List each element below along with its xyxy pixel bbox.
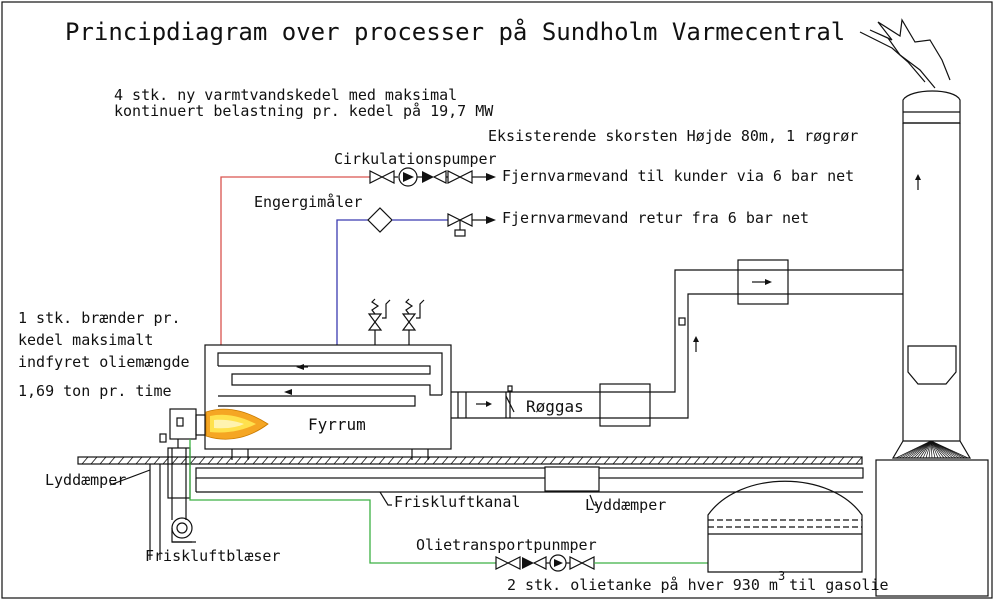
- lyddaemper-left-leader: [109, 469, 151, 486]
- oil-tanks-label: 2 stk. olietanke på hver 930 m3 til gasol…: [507, 569, 889, 594]
- circulation-pump-icon: [398, 167, 418, 187]
- burner-note-line1: 1 stk. brænder pr.: [18, 309, 181, 327]
- boiler-shell: [204, 344, 452, 450]
- friskluftkanal-leader: [379, 491, 392, 506]
- oil-valve-1: [495, 556, 521, 570]
- flue-gas-duct: [451, 385, 600, 419]
- oil-tanks-text: 2 stk. olietanke på hver 930 m: [507, 576, 778, 594]
- supply-valve-2: [447, 170, 473, 184]
- economizer-box: [599, 383, 651, 427]
- fyrrum-label: Fyrrum: [308, 415, 366, 434]
- oil-pumps-label: Olietransportpunmper: [416, 536, 597, 554]
- friskluftblaeser-label: Friskluftblæser: [145, 547, 280, 565]
- lyddaemper-right-label: Lyddæmper: [585, 496, 666, 514]
- chimney-foundation: [875, 459, 989, 597]
- safety-valve-icon: [367, 298, 391, 345]
- economizer-lines: [600, 391, 650, 419]
- burner-note-line4: 1,69 ton pr. time: [18, 382, 172, 400]
- chimney: [891, 90, 972, 459]
- supply-arrow-icon: [486, 173, 496, 181]
- damper-lines: [738, 269, 788, 295]
- energy-meter-icon: [367, 207, 393, 233]
- supply-pipe: [220, 176, 370, 345]
- flue-up-arrow-icon: [693, 336, 699, 352]
- flue-sensor: [678, 317, 686, 326]
- circulation-pumps-label: Cirkulationspumper: [334, 150, 497, 168]
- silencer-right: [544, 466, 600, 492]
- oil-pump-icon: [549, 554, 567, 572]
- control-valve-icon: [447, 213, 473, 237]
- smoke-icon: [859, 18, 951, 89]
- return-arrow-icon: [486, 216, 496, 224]
- lyddaemper-left-label: Lyddæmper: [45, 471, 126, 489]
- chimney-note: Eksisterende skorsten Højde 80m, 1 røgrø…: [488, 127, 858, 145]
- oil-pipe: [189, 439, 496, 564]
- boiler-note-line2: kontinuert belastning pr. kedel på 19,7 …: [114, 102, 494, 120]
- oil-valve-2: [569, 556, 595, 570]
- floor-slab: [77, 456, 863, 465]
- boiler-flue-passes: [217, 352, 443, 407]
- intake-duct: [149, 433, 191, 560]
- boiler-legs: [231, 449, 429, 460]
- return-pipe: [336, 219, 368, 345]
- safety-valve-icon: [401, 298, 425, 345]
- supply-valve-1: [369, 170, 395, 184]
- flame-icon: [205, 408, 269, 440]
- diagram-title: Principdiagram over processer på Sundhol…: [65, 17, 845, 46]
- energy-meter-label: Engergimåler: [254, 193, 362, 211]
- fresh-air-duct: [195, 467, 864, 493]
- fan-icon: [171, 517, 196, 543]
- burner-nozzle: [176, 417, 184, 427]
- flue-riser-inner: [650, 293, 738, 419]
- flue-riser-outer: [650, 269, 738, 393]
- check-valve-icon: [422, 170, 447, 184]
- friskluftkanal-label: Friskluftkanal: [394, 493, 520, 511]
- return-line-label: Fjernvarmevand retur fra 6 bar net: [502, 209, 809, 227]
- roggas-label: Røggas: [526, 397, 584, 416]
- oil-tanks-tail: til gasolie: [789, 576, 888, 594]
- boiler-note-line1: 4 stk. ny varmtvandskedel med maksimal: [114, 86, 457, 104]
- oil-tanks-superscript: 3: [778, 569, 785, 583]
- burner-note-line3: indfyret oliemængde: [18, 353, 190, 371]
- supply-line-label: Fjernvarmevand til kunder via 6 bar net: [502, 167, 854, 185]
- silencer-right-leader: [589, 494, 598, 506]
- chimney-base-fins: [895, 440, 969, 459]
- damper-box: [737, 259, 789, 305]
- oil-check-valve-icon: [522, 556, 547, 570]
- oil-tank: [707, 480, 863, 573]
- burner-note-line2: kedel maksimalt: [18, 331, 153, 349]
